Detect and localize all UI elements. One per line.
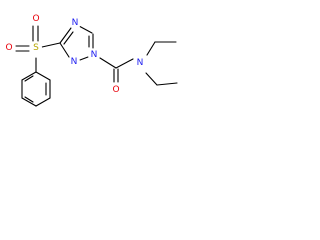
atom-oxygen-left: O (5, 43, 12, 53)
atom-labels: S O O N N N N O (3, 13, 146, 96)
bond (35, 97, 51, 107)
atom-nitrogen-amide: N (137, 58, 144, 68)
atom-nitrogen-ring: N (91, 50, 98, 60)
bond-sulfur-triazole (41, 42, 61, 48)
bond-ethyl-top (146, 41, 156, 56)
triazole-ring (59, 25, 94, 61)
atom-oxygen-carbonyl: O (112, 85, 119, 95)
bond-ethyl-bottom (145, 72, 158, 86)
phenyl-ring (21, 71, 51, 107)
bond-ethyl-bottom (156, 82, 178, 86)
aromatic-double-bond (24, 75, 34, 82)
atom-nitrogen-top: N (72, 18, 79, 28)
bond (21, 71, 37, 81)
bond-carbonyl-amide (115, 58, 134, 69)
bond-ring-carbonyl (99, 57, 117, 69)
bond (78, 25, 93, 34)
atom-sulfur: S (33, 43, 39, 53)
bond (79, 56, 89, 61)
bond (35, 71, 51, 81)
bond (59, 27, 72, 44)
aromatic-double-bond (24, 96, 34, 103)
bond (21, 97, 37, 107)
bond (59, 42, 70, 58)
atom-oxygen-top: O (32, 14, 39, 24)
chemical-structure: S O O N N N N O (3, 13, 178, 107)
atom-nitrogen-bottom: N (71, 57, 78, 67)
bond (63, 31, 74, 45)
